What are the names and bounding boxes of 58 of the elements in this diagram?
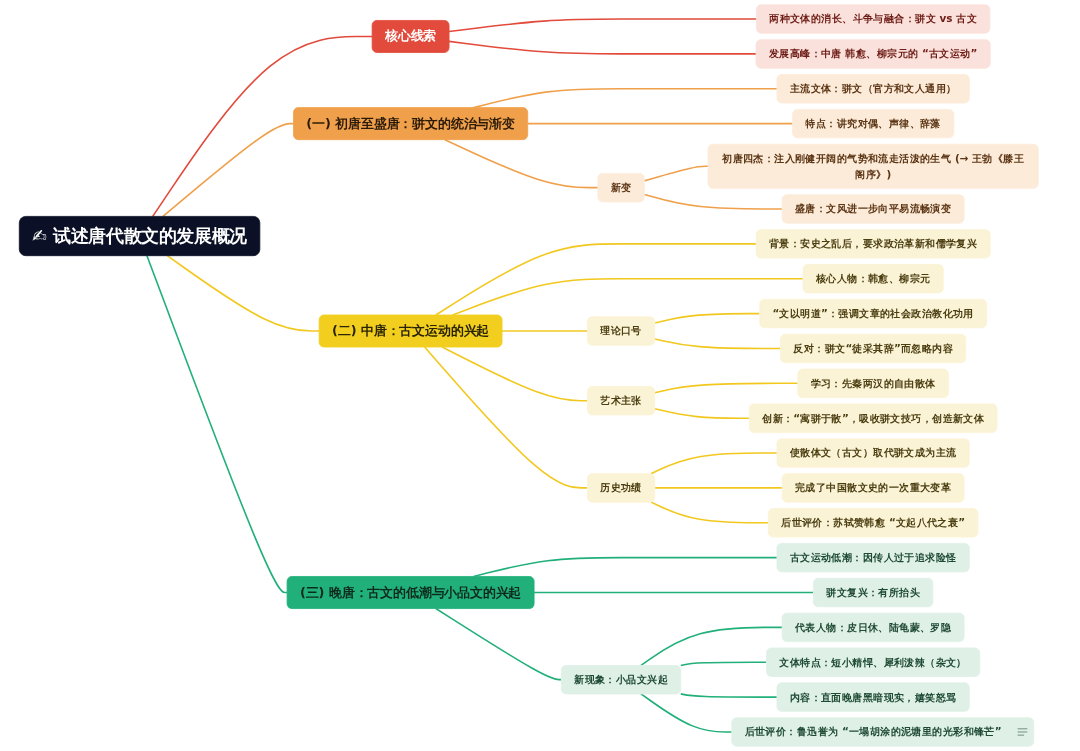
connector [435, 607, 563, 681]
node-box: 骈文复兴：有所抬头 [813, 577, 934, 608]
node-box: 完成了中国散文史的一次重大变革 [781, 473, 965, 503]
connector [640, 693, 733, 733]
connector [653, 312, 761, 324]
node-box: 主流文体：骈文（官方和文人通用） [776, 74, 970, 104]
node-box: 使散体文（古文）取代骈文成为主流 [776, 438, 970, 468]
connector [151, 35, 373, 218]
node-box: (一) 初唐至盛唐：骈文的统治与渐变 [293, 107, 529, 141]
node-box: 古文运动低潮：因传人过于追求险怪 [776, 543, 970, 573]
node-box: 核心线索 [371, 20, 450, 53]
node-box: ✍ 试述唐代散文的发展概况 [18, 216, 261, 257]
node-box: 初唐四杰：注入刚健开阔的气势和流走活泼的生气 (→ 王勃《滕王阁序》) [707, 143, 1039, 189]
node-box: “文以明道”：强调文章的社会政治教化功用 [759, 298, 987, 329]
node-box: 两种文体的消长、斗争与融合：骈文 vs 古文 [756, 4, 991, 34]
node-box: 背景：安史之乱后，要求政治革新和儒学复兴 [755, 229, 991, 259]
node-box: 核心人物：韩愈、柳宗元 [802, 264, 944, 294]
connector [533, 591, 815, 594]
node-box: 盛唐：文风进一步向平易流畅演变 [781, 194, 965, 224]
connector [653, 487, 783, 489]
connector [448, 40, 757, 55]
node-box: 学习：先秦两汉的自由散体 [797, 368, 949, 398]
connector [441, 346, 589, 402]
connector [423, 346, 589, 489]
node-box: 历史功绩 [587, 473, 656, 503]
node-box: 发展高峰：中唐 韩愈、柳宗元的 “古文运动” [755, 39, 991, 69]
connector [526, 122, 794, 125]
connector [162, 122, 295, 218]
node-box: 后世评价：鲁迅誉为 “一塌胡涂的泥塘里的光彩和锋芒” [731, 717, 1035, 747]
connector [680, 661, 768, 667]
connector [448, 18, 758, 33]
node-box: 新现象：小品文兴起 [560, 665, 682, 695]
connector [501, 330, 589, 332]
connector [435, 243, 757, 316]
node-box: 理论口号 [587, 316, 656, 346]
connector [640, 626, 783, 667]
node-box: 创新：“寓骈于散”，吸收骈文技巧，创造新文体 [748, 403, 998, 433]
connector [653, 338, 782, 350]
node-box: 后世评价：苏轼赞韩愈 “文起八代之衰” [767, 508, 979, 538]
connector [643, 165, 709, 182]
connector [680, 693, 778, 698]
connector [653, 382, 799, 394]
connector [650, 452, 778, 475]
connector [643, 193, 783, 210]
node-box: 特点：讲究对偶、声律、辞藻 [792, 109, 955, 139]
connector [650, 501, 770, 524]
node-box: 新变 [597, 173, 645, 203]
connector [146, 254, 288, 594]
node-box: (三) 晚唐：古文的低潮与小品文的兴起 [286, 576, 535, 609]
node-box: (二) 中唐：古文运动的兴起 [318, 314, 503, 348]
node-box: 文体特点：短小精悍、犀利泼辣（杂文） [766, 647, 981, 677]
connector [444, 138, 599, 189]
connector [166, 254, 320, 332]
node-box: 代表人物：皮日休、陆龟蒙、罗隐 [781, 612, 965, 642]
node-box: 内容：直面晚唐黑暗现实，嬉笑怒骂 [776, 682, 970, 712]
node-box: 艺术主张 [587, 386, 656, 416]
connector [653, 407, 751, 419]
node-box: 反对：骈文“徒采其辞”而忽略内容 [780, 333, 967, 364]
